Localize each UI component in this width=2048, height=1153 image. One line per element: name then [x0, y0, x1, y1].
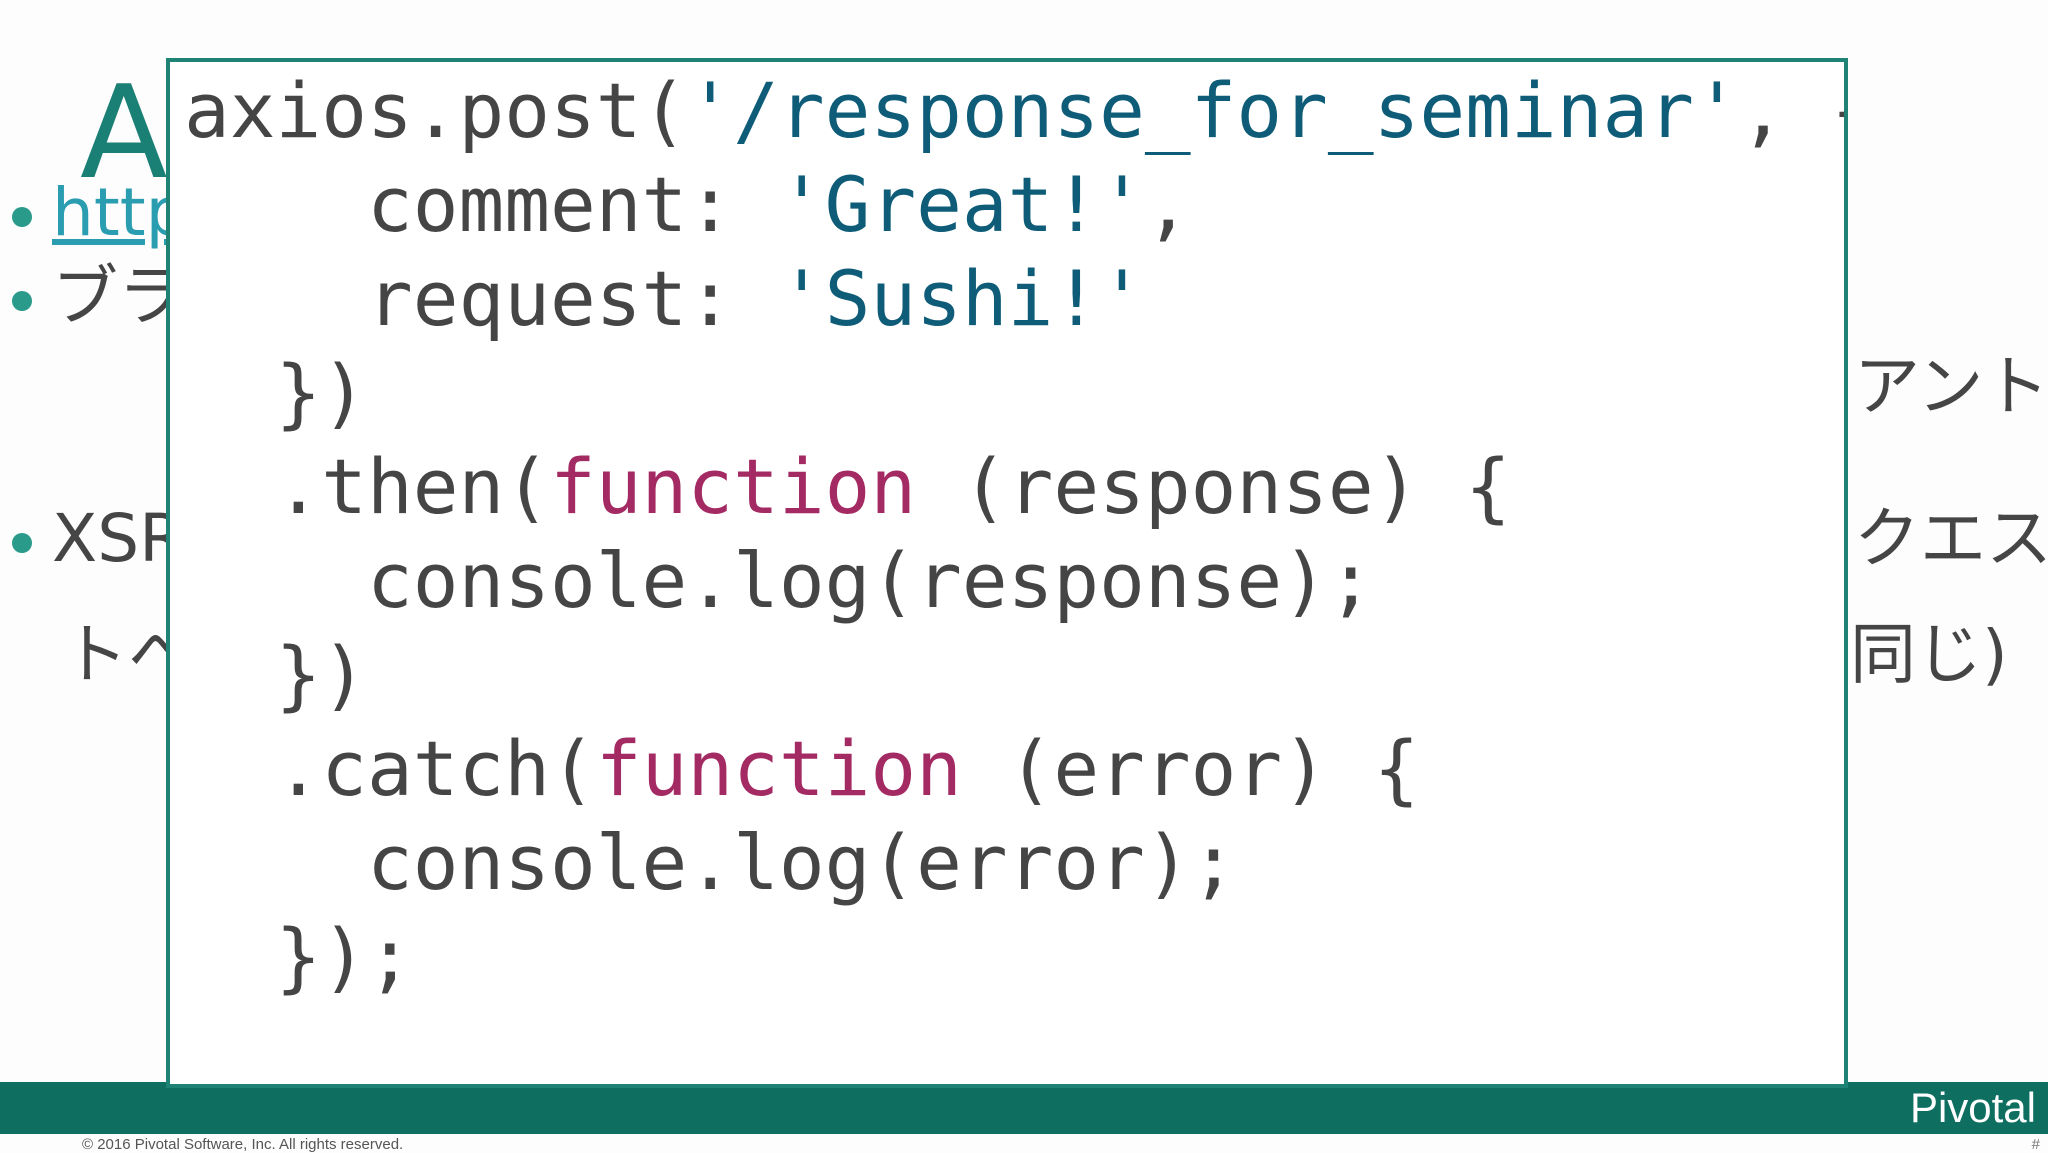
code-string-token: '/response_for_seminar' [687, 66, 1740, 155]
code-token: }) [184, 630, 368, 719]
code-line: }) [184, 348, 368, 438]
slide-title: A [80, 59, 168, 208]
bullet-right-fragment: 同じ) [1850, 616, 2008, 693]
code-line: }); [184, 912, 413, 1002]
code-line: comment: 'Great!', [184, 160, 1191, 250]
bullet-dot-icon [12, 290, 32, 311]
bullet-link-text[interactable]: http [52, 174, 188, 251]
code-string-token: 'Great!' [778, 160, 1145, 249]
pivotal-logo: Pivotal [1909, 1084, 2036, 1131]
code-token: , [1144, 160, 1191, 249]
code-line: .then(function (response) { [184, 442, 1511, 532]
code-token: .then( [184, 442, 551, 531]
code-token: .catch( [184, 724, 596, 813]
code-token: console.log(error); [184, 818, 1237, 907]
code-line: .catch(function (error) { [184, 724, 1420, 814]
code-line: console.log(error); [184, 818, 1236, 908]
code-line: request: 'Sushi!' [184, 254, 1145, 344]
code-line: console.log(response); [184, 536, 1374, 626]
bullet-browser: ブラ [8, 264, 184, 330]
copyright-text: © 2016 Pivotal Software, Inc. All rights… [82, 1136, 404, 1153]
code-token: , { [1739, 66, 1844, 155]
code-token: }) [184, 348, 368, 437]
code-token: request: [184, 254, 779, 343]
page-number: # [2031, 1136, 2040, 1153]
code-keyword-token: function [550, 442, 917, 531]
bullet-right-fragment: アント [1854, 348, 2048, 425]
code-token: }); [184, 912, 413, 1001]
code-line: }) [184, 630, 368, 720]
code-string-token: 'Sushi!' [778, 254, 1145, 343]
code-token: axios.post( [184, 66, 688, 155]
code-token: console.log(response); [184, 536, 1374, 625]
bullet-text: ブラ [52, 258, 184, 335]
code-token: comment: [184, 160, 779, 249]
bullet-xsrf: XSR [8, 506, 185, 572]
footer-bar: Pivotal [0, 1082, 2048, 1134]
code-line: axios.post('/response_for_seminar', { [184, 66, 1844, 156]
code-snippet-box: axios.post('/response_for_seminar', { co… [166, 58, 1848, 1088]
bullet-dot-icon [12, 532, 32, 553]
code-keyword-token: function [595, 724, 962, 813]
code-token: (response) { [916, 442, 1511, 531]
bullet-link: http [8, 180, 187, 246]
code-token: (error) { [961, 724, 1420, 813]
bullet-right-fragment: クエス [1854, 500, 2048, 577]
bullet-text: XSR [52, 500, 185, 577]
bullet-dot-icon [12, 206, 32, 227]
